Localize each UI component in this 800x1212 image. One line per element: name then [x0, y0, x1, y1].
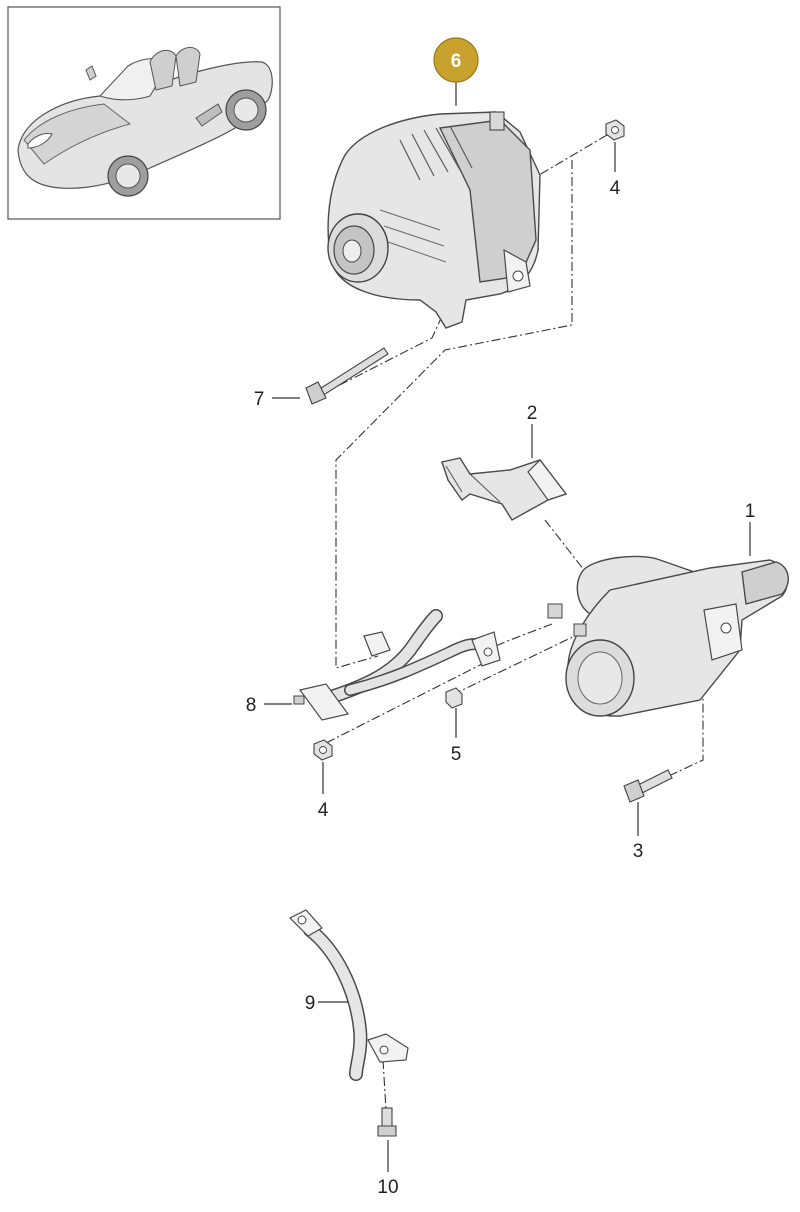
ground-strap[interactable] [288, 909, 409, 1081]
alternator[interactable] [327, 111, 541, 329]
ground-screw[interactable] [377, 1107, 397, 1137]
callout-1[interactable]: 1 [745, 501, 756, 522]
leader-lines [264, 80, 751, 1172]
callout-8[interactable]: 8 [246, 695, 257, 716]
callout-10[interactable]: 10 [377, 1177, 398, 1198]
alternator-bolt[interactable] [305, 347, 389, 405]
callout-9[interactable]: 9 [305, 993, 316, 1014]
vehicle-inset [7, 6, 281, 220]
nut-top[interactable] [605, 119, 625, 141]
car-convertible-icon [17, 47, 273, 197]
starter-motor[interactable] [547, 555, 789, 717]
callout-6-label: 6 [451, 51, 462, 72]
callout-5[interactable]: 5 [451, 744, 462, 765]
callout-6-badge[interactable]: 6 [433, 37, 479, 83]
callout-2[interactable]: 2 [527, 403, 538, 424]
callout-4-top[interactable]: 4 [610, 178, 621, 199]
callout-3[interactable]: 3 [633, 841, 644, 862]
nut-small[interactable] [445, 687, 463, 709]
starter-cable[interactable] [293, 609, 501, 721]
heat-shield[interactable] [441, 457, 568, 521]
nut-lower[interactable] [313, 739, 333, 761]
assembly-lines [321, 134, 721, 1111]
callout-7[interactable]: 7 [254, 389, 265, 410]
callout-4-lower[interactable]: 4 [318, 800, 329, 821]
starter-bolt[interactable] [623, 769, 673, 803]
